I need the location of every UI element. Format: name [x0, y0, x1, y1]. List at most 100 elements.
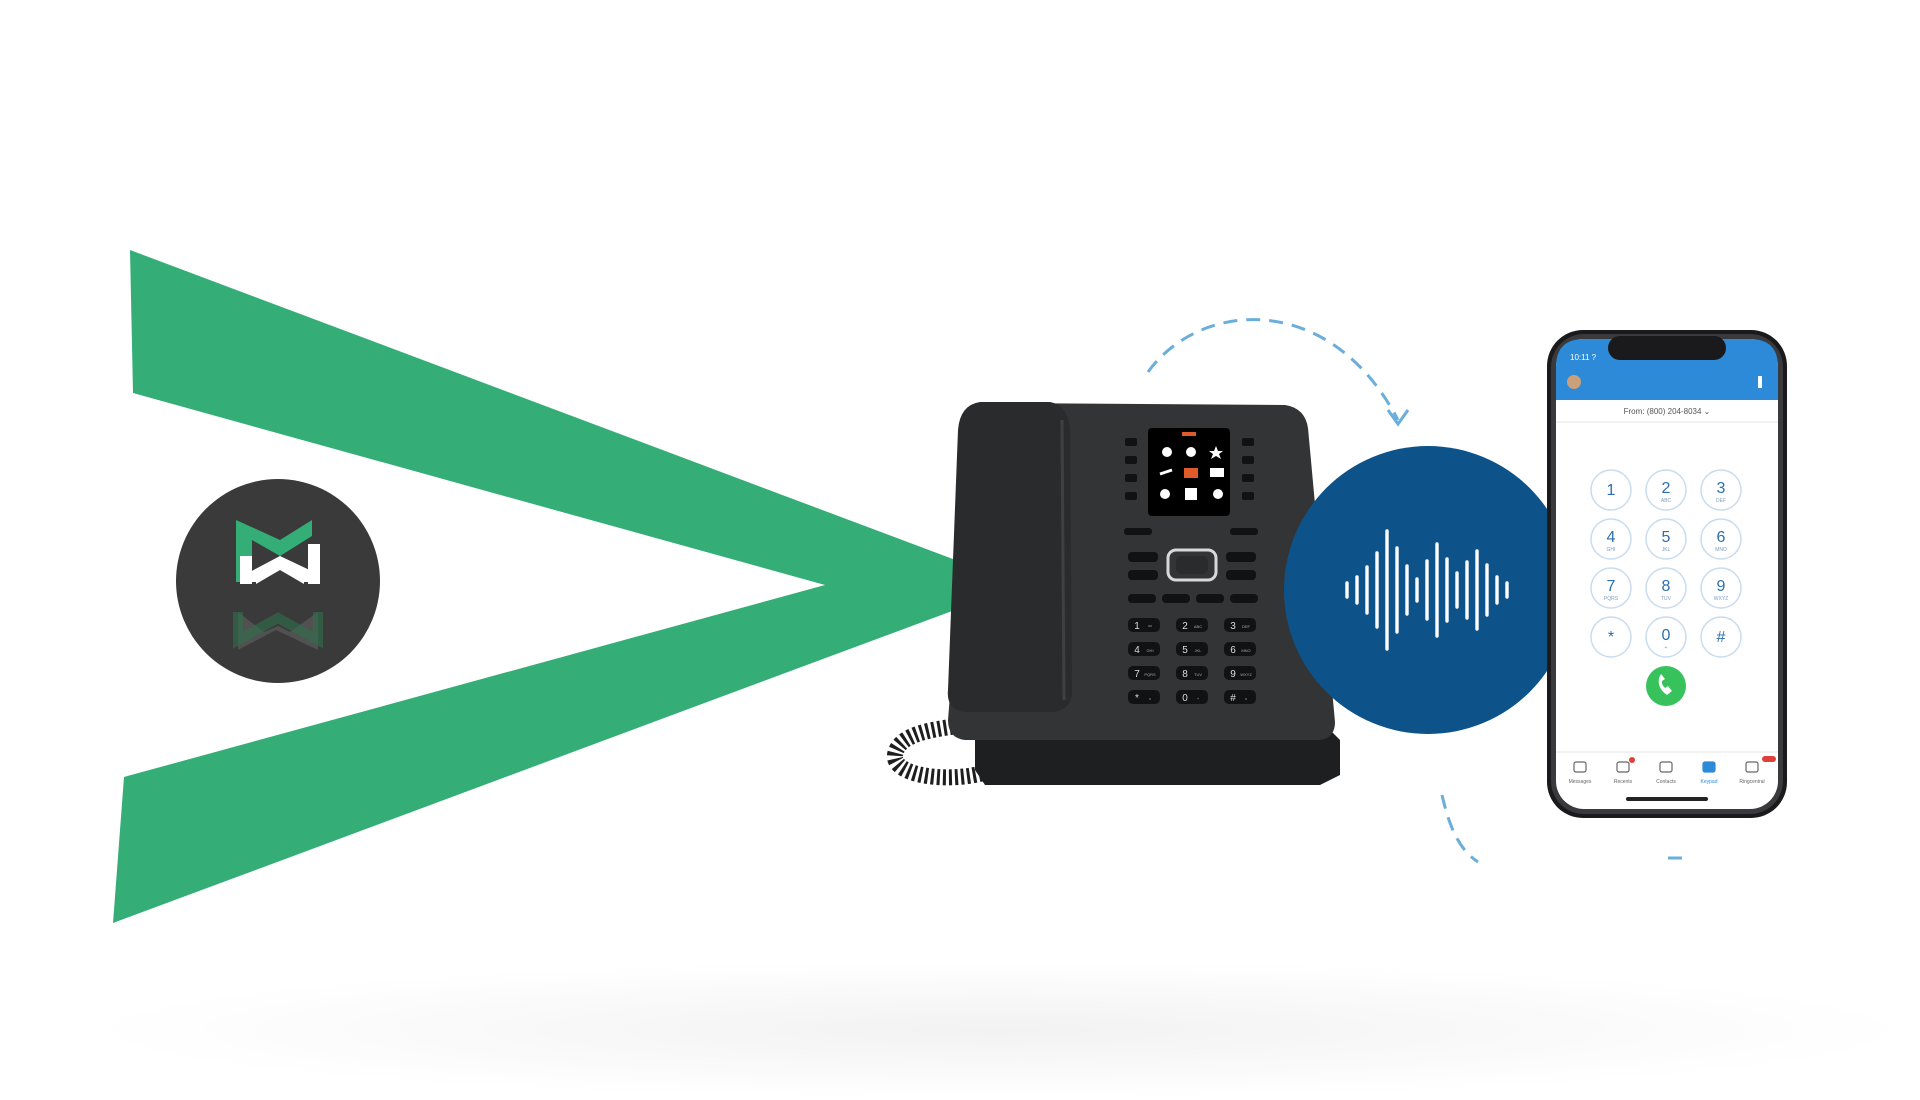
tab-item[interactable]: Keypad: [1701, 761, 1718, 785]
desk-key-digit: 5: [1182, 645, 1188, 656]
voice-circle: [1284, 446, 1572, 734]
tab-label: Keypad: [1701, 779, 1718, 785]
desk-key-letters: WXYZ: [1240, 672, 1252, 677]
desk-key[interactable]: 2 ABC: [1176, 618, 1208, 632]
notch: [1608, 336, 1726, 360]
desk-key-digit: 3: [1230, 621, 1236, 632]
from-line: From: (800) 204-8034 ⌄: [1624, 407, 1711, 416]
desk-key-digit: 9: [1230, 669, 1236, 680]
tab-icon: [1702, 761, 1716, 773]
status-time: 10:11 ?: [1570, 353, 1597, 362]
green-chevron: [113, 250, 1022, 923]
tab-item[interactable]: Messages: [1569, 761, 1592, 785]
tab-label: Ringcentral: [1739, 779, 1764, 785]
sound-wave-icon: [1345, 529, 1509, 651]
phone-key-letters: PQRS: [1604, 596, 1619, 602]
avatar: [1567, 375, 1581, 389]
desk-key-digit: *: [1135, 693, 1139, 704]
tab-label: Recents: [1614, 779, 1633, 785]
desk-key-digit: 2: [1182, 621, 1188, 632]
desk-key-digit: 7: [1134, 669, 1140, 680]
desk-key-letters: TUV: [1194, 672, 1202, 677]
phone-key-letters: GHI: [1607, 547, 1616, 553]
desk-key-letters: ᴼᴼ: [1148, 624, 1152, 629]
desk-key-letters: +: [1197, 696, 1200, 701]
phone-key-digit: 0: [1662, 627, 1671, 644]
dashed-arc-top: [1146, 318, 1400, 421]
phone-key-digit: 3: [1717, 480, 1726, 497]
phone-key[interactable]: 1: [1590, 469, 1632, 511]
phone-key-letters: MNO: [1715, 547, 1727, 553]
phone-key-digit: 9: [1717, 578, 1726, 595]
tab-item[interactable]: Recents: [1614, 761, 1633, 785]
desk-key-digit: 0: [1182, 693, 1188, 704]
function-keys: [1124, 528, 1258, 603]
display-icons: [1159, 446, 1224, 500]
phone-key-digit: 5: [1662, 529, 1671, 546]
phone-key-letters: TUV: [1661, 596, 1672, 602]
dashed-arc-arrow: [1386, 409, 1410, 427]
bottom-glow: [80, 960, 1920, 1100]
phone-key[interactable]: 0+: [1645, 616, 1687, 658]
nav-cluster: [1166, 548, 1218, 582]
badge: [1762, 756, 1776, 762]
phone-key[interactable]: *: [1590, 616, 1632, 658]
desk-key[interactable]: 5 JKL: [1176, 642, 1208, 656]
side-softkeys: [1125, 438, 1254, 500]
logo-disc: [176, 479, 380, 683]
logo-m-green: [236, 520, 312, 582]
phone-key-digit: 7: [1607, 578, 1616, 595]
phone-key-letters: ABC: [1661, 498, 1672, 504]
tab-icon: [1745, 761, 1759, 773]
phone-key-digit: 6: [1717, 529, 1726, 546]
phone-key-digit: 1: [1607, 482, 1616, 499]
phone-key-letters: JKL: [1662, 547, 1671, 553]
desk-key-letters: ʌ: [1149, 696, 1151, 701]
desk-key-letters: PQRS: [1144, 672, 1156, 677]
phone-key-digit: 4: [1607, 529, 1616, 546]
tab-label: Messages: [1569, 779, 1592, 785]
phone-call-icon: [1658, 674, 1672, 695]
dashed-arc-bottom: [1440, 794, 1479, 864]
desk-key-digit: 8: [1182, 669, 1188, 680]
tab-item[interactable]: Contacts: [1656, 761, 1676, 785]
phone-handset: [947, 402, 1072, 712]
desk-key[interactable]: 9 WXYZ: [1224, 666, 1256, 680]
brand-logo: [176, 479, 380, 683]
tab-icon: [1659, 761, 1673, 773]
phone-key-letters: WXYZ: [1714, 596, 1728, 602]
desk-key[interactable]: 7 PQRS: [1128, 666, 1160, 680]
tab-item[interactable]: Ringcentral: [1739, 761, 1765, 785]
phone-key[interactable]: #: [1700, 616, 1742, 658]
badge: [1629, 757, 1635, 763]
desk-key[interactable]: 8 TUV: [1176, 666, 1208, 680]
desk-key-letters: ABC: [1194, 624, 1202, 629]
tab-icon: [1616, 761, 1630, 773]
desk-key-letters: ʌ: [1245, 696, 1247, 701]
desk-key[interactable]: #ʌ: [1224, 690, 1256, 704]
tab-icon: [1573, 761, 1587, 773]
phone-key-digit: #: [1717, 629, 1726, 646]
phone-key-digit: *: [1608, 629, 1614, 646]
phone-key-digit: 2: [1662, 480, 1671, 497]
desk-key[interactable]: 0+: [1176, 690, 1208, 704]
desk-key-letters: JKL: [1195, 648, 1203, 653]
desk-key[interactable]: *ʌ: [1128, 690, 1160, 704]
home-indicator: [1626, 797, 1708, 801]
